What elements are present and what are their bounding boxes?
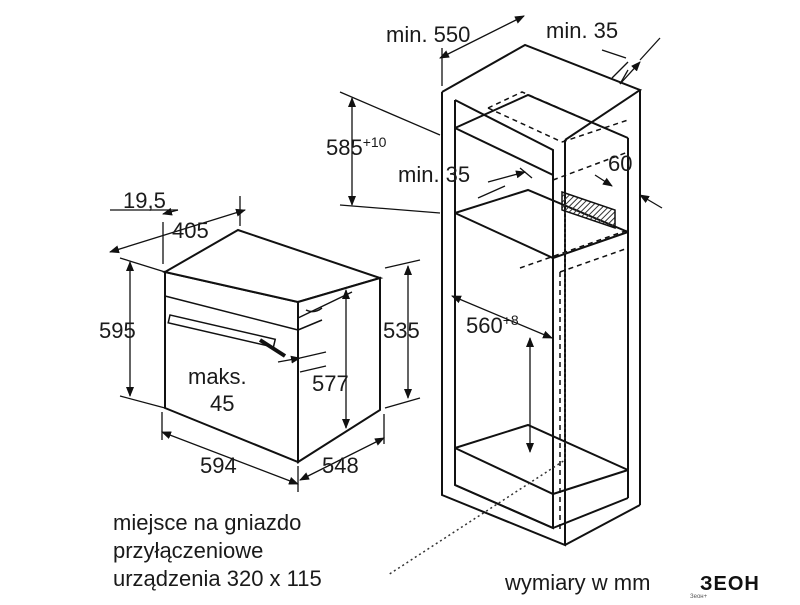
oven-dimension-lines <box>109 196 421 492</box>
socket-note-line3: urządzenia 320 x 115 <box>113 566 322 591</box>
cabinet-drawing <box>441 43 643 547</box>
label-cabinet-side: min. 35 <box>546 18 618 43</box>
label-oven-body-height: 535 <box>383 318 420 343</box>
socket-note-line1: miejsce na gniazdo <box>113 510 301 535</box>
oven-side <box>297 276 381 464</box>
label-oven-inner-height: 577 <box>312 371 349 396</box>
socket-note-line2: przyłączeniowe <box>113 538 263 563</box>
oven-handle <box>167 314 277 348</box>
oven-drawing <box>162 228 384 464</box>
label-oven-gap-value: 45 <box>210 391 234 416</box>
label-vent-depth: 60 <box>608 151 632 176</box>
label-oven-depth-trim: 19,5 <box>123 188 166 213</box>
cabinet-dashed-lines <box>487 91 629 530</box>
label-ventilation-gap: min. 35 <box>398 162 470 187</box>
dimension-labels: 19,5 405 595 535 577 maks. 45 594 548 mi… <box>99 18 632 478</box>
niche-width-value: 560 <box>466 313 503 338</box>
ventilation-slot <box>561 190 616 230</box>
label-oven-width: 594 <box>200 453 237 478</box>
notes: miejsce na gniazdo przyłączeniowe urządz… <box>113 510 650 595</box>
cabinet-dimension-lines <box>339 15 663 453</box>
label-oven-height: 595 <box>99 318 136 343</box>
label-oven-depth: 548 <box>322 453 359 478</box>
brand-logo: ЗЕОН Зеон+ <box>686 568 796 600</box>
niche-height-value: 585 <box>326 135 363 160</box>
label-oven-body-depth: 405 <box>172 218 209 243</box>
label-oven-gap: maks. <box>188 364 247 389</box>
logo-subtext: Зеон+ <box>690 594 708 600</box>
label-niche-height: 585+10 <box>326 134 387 160</box>
units-note: wymiary w mm <box>504 570 650 595</box>
logo-text: ЗЕОН <box>700 573 760 595</box>
label-cabinet-depth: min. 550 <box>386 22 470 47</box>
label-niche-width: 560+8 <box>466 312 519 338</box>
niche-width-tol: +8 <box>503 312 519 328</box>
niche-height-tol: +10 <box>363 134 387 150</box>
